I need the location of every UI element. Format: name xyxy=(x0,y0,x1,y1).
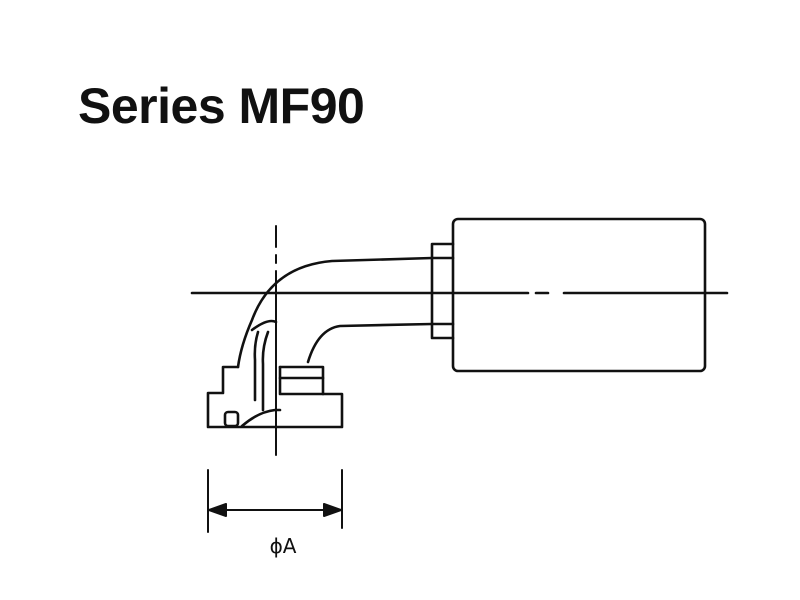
dimension-label: ϕA xyxy=(270,534,297,558)
dimension-arrow-right xyxy=(323,503,342,517)
flange-end xyxy=(206,365,344,429)
elbow-tube xyxy=(236,256,434,412)
hose-ferrule xyxy=(451,217,707,373)
collar-nut xyxy=(430,242,455,340)
dimension-arrow-left xyxy=(208,503,227,517)
dimension-a xyxy=(207,469,343,533)
page-title: Series MF90 xyxy=(78,78,365,134)
